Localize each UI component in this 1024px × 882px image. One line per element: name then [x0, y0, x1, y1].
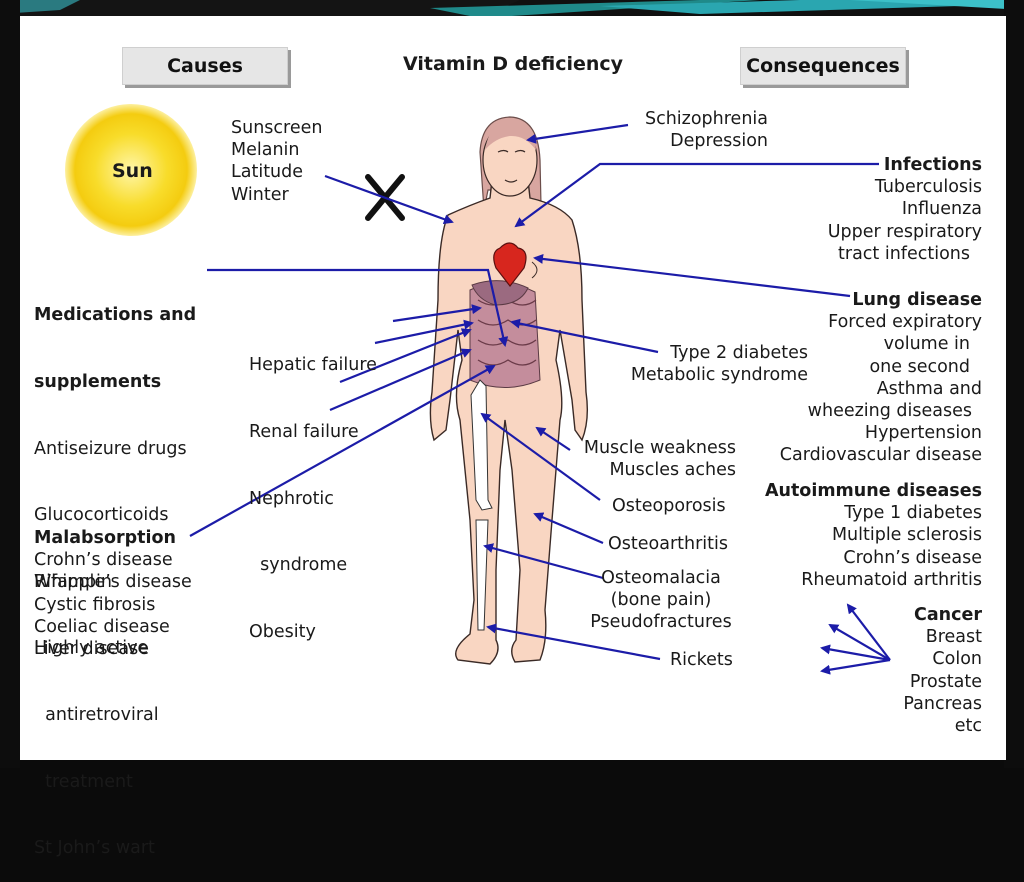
list-item: Breast — [925, 627, 982, 648]
list-item: Crohn’s disease — [34, 550, 173, 571]
list-item: Multiple sclerosis — [831, 525, 982, 546]
list-item: Cardiovascular disease — [779, 445, 982, 466]
autoimmune-block: Autoimmune diseases Type 1 diabetes Mult… — [740, 480, 982, 591]
malabsorption-block: Malabsorption Crohn’s disease Whipple’s … — [34, 527, 192, 660]
mental-health-list: Schizophrenia Depression — [618, 108, 768, 152]
diagram-title: Vitamin D deficiency — [403, 53, 624, 75]
list-item: tract infections — [838, 243, 970, 264]
list-item: Pseudofractures — [590, 612, 732, 633]
list-item: etc — [954, 715, 982, 736]
list-item: antiretroviral — [34, 704, 159, 725]
list-item: Crohn’s disease — [843, 547, 982, 568]
list-item: Colon — [932, 649, 982, 670]
list-item: Pancreas — [903, 693, 982, 714]
list-item: Metabolic syndrome — [630, 365, 808, 386]
list-item: Depression — [670, 131, 768, 152]
medications-block: Medications and supplements Antiseizure … — [34, 260, 196, 882]
top-banner — [0, 0, 1024, 18]
infections-title: Infections — [883, 155, 982, 175]
sun-icon — [65, 104, 197, 236]
list-item: Antiseizure drugs — [34, 438, 187, 459]
malabsorption-title: Malabsorption — [34, 528, 176, 548]
diagram-graphics — [65, 104, 891, 675]
medications-title-2: supplements — [34, 372, 162, 392]
list-item: Hypertension — [864, 423, 982, 444]
list-item: Coeliac disease — [34, 616, 170, 637]
left-frame — [0, 0, 20, 768]
causes-header: Causes — [122, 47, 288, 85]
list-item: Nephrotic — [249, 488, 334, 509]
cancer-title: Cancer — [914, 605, 982, 625]
list-item: Asthma and — [876, 378, 982, 399]
list-item: treatment — [34, 771, 133, 792]
organ-failure-list: Hepatic failure Renal failure Nephrotic … — [249, 310, 377, 665]
lung-disease-block: Lung disease Forced expiratory volume in… — [740, 289, 982, 467]
osteoporosis-label: Osteoporosis — [612, 496, 726, 516]
list-item: Latitude — [231, 162, 304, 183]
list-item: Melanin — [231, 140, 300, 161]
consequences-header: Consequences — [740, 47, 906, 85]
muscle-list: Muscle weakness Muscles aches — [570, 437, 736, 481]
list-item: Liver disease — [34, 638, 149, 659]
banner-stripes — [0, 0, 1024, 18]
osteomalacia-list: Osteomalacia (bone pain) Pseudofractures — [585, 567, 737, 634]
list-item: Forced expiratory — [828, 312, 982, 333]
human-body-figure — [429, 116, 589, 665]
medications-title: Medications and — [34, 305, 197, 326]
osteoarthritis-label: Osteoarthritis — [608, 534, 728, 554]
diabetes-list: Type 2 diabetes Metabolic syndrome — [618, 342, 808, 386]
list-item: syndrome — [249, 555, 348, 576]
list-item: Hepatic failure — [249, 355, 377, 376]
list-item: Schizophrenia — [644, 109, 768, 129]
list-item: Influenza — [901, 199, 982, 220]
lung-disease-title: Lung disease — [852, 290, 982, 310]
list-item: Rifampin — [34, 571, 113, 592]
list-item: St John’s wart — [34, 838, 155, 859]
autoimmune-title: Autoimmune diseases — [764, 481, 982, 501]
list-item: Glucocorticoids — [34, 505, 169, 526]
cancer-block: Cancer Breast Colon Prostate Pancreas et… — [860, 604, 982, 737]
list-item: Type 1 diabetes — [844, 503, 982, 524]
list-item: Prostate — [909, 671, 982, 692]
list-item: Upper respiratory — [827, 221, 982, 242]
list-item: Type 2 diabetes — [670, 343, 808, 363]
list-item: volume in — [883, 334, 970, 355]
list-item: Muscle weakness — [583, 438, 736, 458]
list-item: one second — [869, 356, 970, 377]
list-item: Obesity — [249, 621, 316, 642]
list-item: Winter — [231, 184, 289, 205]
list-item: Osteomalacia — [601, 568, 721, 588]
list-item: Cystic fibrosis — [34, 594, 156, 615]
list-item: Whipple’s disease — [34, 572, 192, 593]
rickets-label: Rickets — [670, 650, 733, 670]
list-item: Renal failure — [249, 422, 359, 442]
right-frame — [1004, 0, 1024, 768]
infections-block: Infections Tuberculosis Influenza Upper … — [760, 154, 982, 265]
list-item: (bone pain) — [610, 590, 712, 611]
list-item: Rheumatoid arthritis — [801, 569, 982, 590]
list-item: wheezing diseases — [807, 400, 972, 421]
sun-blockers-list: Sunscreen Melanin Latitude Winter — [231, 117, 322, 206]
sun-label: Sun — [112, 160, 153, 182]
list-item: Muscles aches — [609, 460, 736, 481]
arrows — [189, 123, 891, 675]
list-item: Sunscreen — [231, 118, 323, 138]
list-item: Tuberculosis — [874, 177, 982, 198]
list-item: Highly active — [34, 638, 149, 659]
